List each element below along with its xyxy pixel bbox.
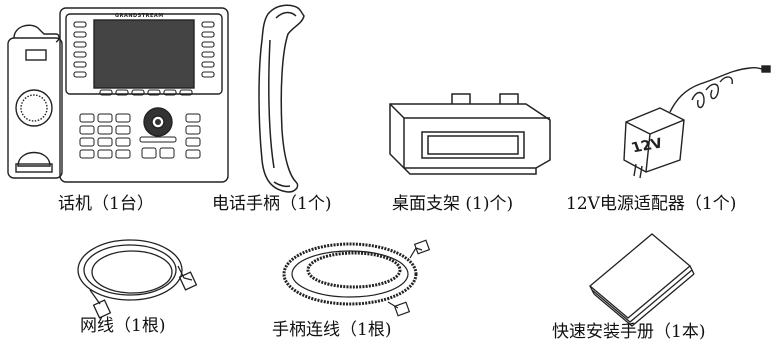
desk-stand: 桌面支架 (1)个) [360, 60, 580, 214]
handset-cord: 手柄连线（1根) [270, 228, 450, 344]
network-cable-illustration [77, 239, 198, 319]
desk-stand-label: 桌面支架 (1)个) [392, 194, 514, 214]
handset-cord-illustration [282, 239, 431, 317]
power-adapter: 12V 12V电源适配器（1个) [566, 60, 777, 214]
handset-cord-label: 手柄连线（1根) [272, 320, 392, 340]
ip-phone: 话机（1台） [0, 0, 240, 214]
power-adapter-label: 12V电源适配器（1个) [566, 194, 737, 214]
network-cable: 网线（1根) [60, 230, 220, 344]
handset-illustration [258, 4, 305, 193]
phone-label: 话机（1台） [58, 194, 154, 214]
power-adapter-illustration [623, 65, 771, 179]
handset-label: 电话手柄（1个) [212, 194, 332, 214]
desk-stand-illustration [389, 93, 551, 175]
quick-guide-illustration [588, 233, 695, 327]
quick-guide: 快速安装手册（1本) [540, 226, 777, 344]
ip-phone-illustration [7, 7, 229, 183]
network-cable-label: 网线（1根) [80, 316, 166, 336]
handset: 电话手柄（1个) [212, 0, 370, 230]
brand-logo: GRANDSTREAM [115, 13, 164, 19]
quick-guide-label: 快速安装手册（1本) [552, 322, 706, 342]
